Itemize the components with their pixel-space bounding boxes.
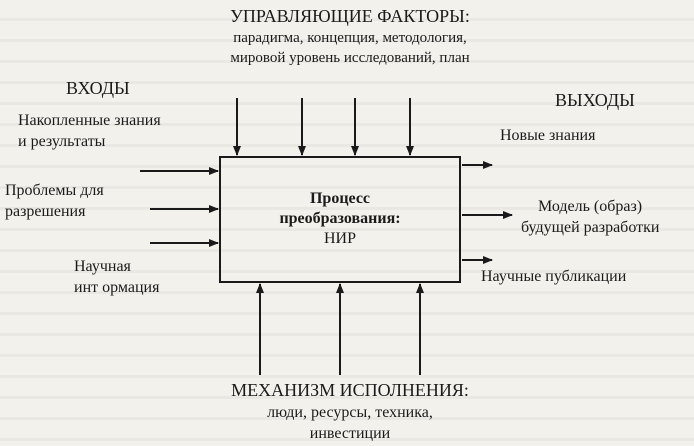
input-label-2-line-1: Проблемы для — [5, 182, 104, 199]
input-label-2-line-2: разрешения — [5, 203, 86, 220]
process-box — [219, 156, 461, 283]
input-label-1-line-1: Накопленные знания — [18, 112, 161, 129]
output-label-2-line-2: будущей разработки — [521, 219, 660, 236]
controls-line-2: мировой уровень исследований, план — [230, 50, 470, 66]
process-line-3: НИР — [323, 230, 356, 247]
outputs-title: ВЫХОДЫ — [555, 90, 635, 110]
controls-title: УПРАВЛЯЮЩИЕ ФАКТОРЫ: — [230, 6, 470, 26]
input-label-3-line-2: инт ормация — [74, 279, 160, 296]
output-label-3: Научные публикации — [481, 268, 627, 285]
controls-line-1: парадигма, концепция, методология, — [233, 30, 467, 46]
process-line-1: Процесс — [309, 190, 371, 207]
output-label-2-line-1: Модель (образ) — [538, 198, 643, 215]
mechanism-line-1: люди, ресурсы, техника, — [267, 404, 433, 421]
mechanism-title: МЕХАНИЗМ ИСПОЛНЕНИЯ: — [231, 380, 469, 400]
mechanism-line-2: инвестиции — [309, 425, 391, 442]
process-line-2: преобразования: — [279, 210, 401, 227]
input-label-1-line-2: и результаты — [18, 133, 106, 150]
output-label-1: Новые знания — [500, 127, 596, 144]
inputs-title: ВХОДЫ — [66, 78, 130, 98]
input-label-3-line-1: Научная — [74, 258, 131, 275]
